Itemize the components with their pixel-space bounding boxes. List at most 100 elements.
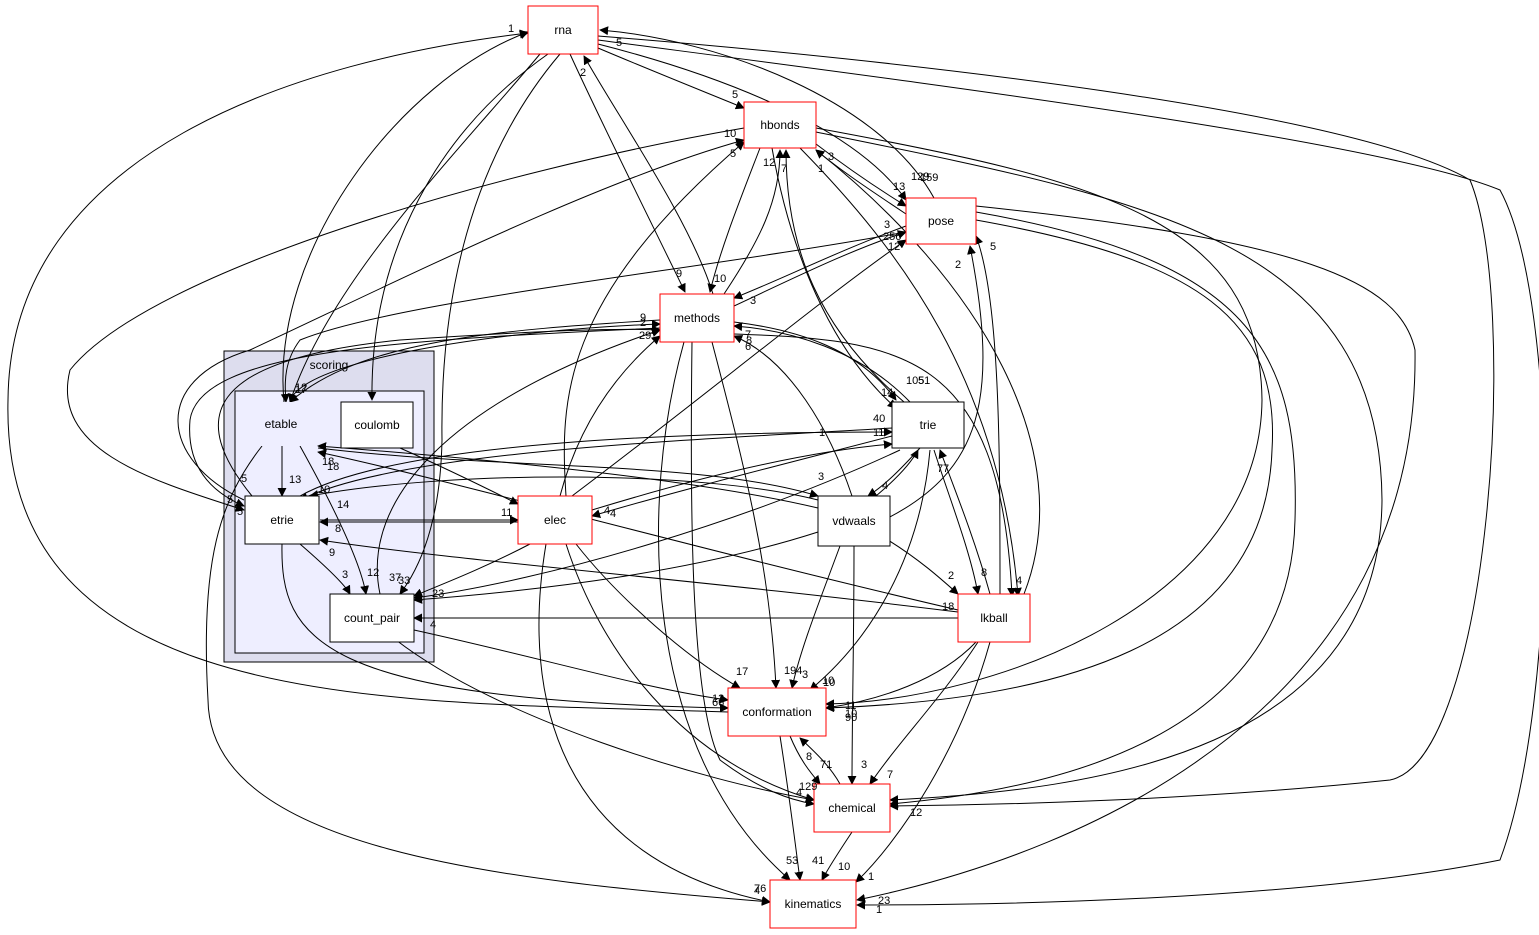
node-count-pair-box[interactable]	[329, 593, 415, 643]
node-methods[interactable]: methods	[659, 293, 735, 343]
node-hbonds-box[interactable]	[743, 101, 817, 149]
edge-label: 10	[714, 273, 726, 285]
edge-label: 10	[838, 861, 850, 873]
node-kinematics[interactable]: kinematics	[769, 879, 857, 929]
edge-etrie-methods	[218, 325, 661, 497]
edge-label: 1	[818, 163, 824, 175]
edge-label: 13	[289, 474, 301, 486]
edge-label: 159	[920, 172, 938, 184]
edge-hbonds-etrie	[67, 127, 745, 512]
edge-label: 105	[906, 375, 924, 387]
edge-etable-countpair	[299, 445, 370, 595]
node-etrie[interactable]: etrie	[244, 495, 320, 545]
node-conformation[interactable]: conformation	[727, 687, 827, 737]
edge-chemical-kinematics	[821, 831, 853, 881]
edge-label: 4	[604, 505, 610, 517]
edge-label: 17	[295, 384, 307, 396]
edge-rna-coulomb	[367, 53, 549, 401]
edge-elec-kinematics	[538, 543, 771, 905]
edge-label: 10	[318, 484, 330, 496]
node-lkball-box[interactable]	[957, 593, 1031, 643]
node-rna[interactable]: rna	[527, 5, 599, 55]
node-chemical[interactable]: chemical	[813, 783, 891, 833]
edge-etrie-conformation	[281, 543, 729, 713]
node-rna-label: rna	[554, 23, 572, 37]
edge-methods-etable	[289, 319, 661, 403]
edge-label: 13	[712, 693, 724, 705]
edge-conformation-kinematics	[779, 735, 804, 881]
edge-label: 12	[763, 157, 775, 169]
node-elec[interactable]: elec	[517, 495, 593, 545]
edge-etable-methods	[289, 319, 661, 403]
node-count-pair[interactable]: count_pair	[329, 593, 415, 643]
node-etable[interactable]: etable	[245, 402, 317, 446]
edge-etrie-hbonds	[177, 137, 745, 501]
node-kinematics-box[interactable]	[769, 879, 857, 929]
node-etable-box[interactable]	[245, 402, 317, 446]
edge-label: 14	[881, 387, 893, 399]
edge-label: 1	[868, 871, 874, 883]
edge-label: 3	[802, 669, 808, 681]
node-methods-box[interactable]	[659, 293, 735, 343]
edge-layer	[7, 26, 1539, 910]
edge-label: 10	[822, 675, 834, 687]
edge-trie-countpair	[413, 449, 901, 602]
edge-elec-countpair	[413, 543, 531, 597]
node-coulomb-box[interactable]	[340, 401, 414, 449]
node-chemical-box[interactable]	[813, 783, 891, 833]
edge-hbonds-chemical	[815, 131, 1383, 805]
node-hbonds[interactable]: hbonds	[743, 101, 817, 149]
edge-label: 8	[335, 523, 341, 535]
edge-vdwaals-etrie	[309, 476, 819, 501]
node-vdwaals-box[interactable]	[817, 495, 891, 547]
node-conformation-box[interactable]	[727, 687, 827, 737]
node-coulomb[interactable]: coulomb	[340, 401, 414, 449]
edge-vdwaals-lkball	[887, 539, 959, 595]
node-pose[interactable]: pose	[905, 197, 977, 245]
edge-vdwaals-pose	[887, 245, 984, 519]
edge-label: 4	[754, 885, 760, 897]
node-rna-box[interactable]	[527, 5, 599, 55]
edge-vdwaals-etable	[317, 442, 819, 509]
node-trie[interactable]: trie	[891, 401, 965, 449]
edge-vdwaals-methods	[733, 335, 853, 497]
node-elec-box[interactable]	[517, 495, 593, 545]
edge-label: 18	[322, 456, 334, 468]
edge-label: 7	[781, 163, 787, 175]
edge-label: 12	[367, 567, 379, 579]
edge-methods-kinematics	[658, 341, 791, 881]
node-lkball[interactable]: lkball	[957, 593, 1031, 643]
node-pose-label: pose	[928, 214, 954, 228]
edge-label: 17	[736, 666, 748, 678]
node-chemical-label: chemical	[828, 801, 875, 815]
edge-elec-pose	[571, 239, 907, 497]
edge-label: 8	[746, 335, 752, 347]
edge-rna-hbonds	[597, 47, 745, 110]
edge-label: 23	[878, 895, 890, 907]
edge-label: 9	[640, 312, 646, 324]
edge-rna-etable	[288, 53, 541, 403]
node-etrie-box[interactable]	[244, 495, 320, 545]
edge-label: 51	[918, 375, 930, 387]
edge-etable-kinematics	[205, 445, 771, 906]
edge-lkball-kinematics	[855, 641, 991, 883]
node-vdwaals[interactable]: vdwaals	[817, 495, 891, 547]
edge-trie-methods	[733, 322, 911, 403]
edge-vdwaals-trie	[875, 449, 919, 497]
node-trie-box[interactable]	[891, 401, 965, 449]
edge-label: 2	[955, 259, 961, 271]
edge-label: 13	[893, 181, 905, 193]
edge-hbonds-trie	[771, 147, 897, 409]
edge-lkball-chemical	[869, 641, 979, 785]
edge-trie-elec	[591, 435, 893, 519]
edge-methods-hbonds	[723, 149, 785, 295]
edge-label: 3	[818, 471, 824, 483]
edge-label: 10	[823, 677, 835, 689]
node-pose-box[interactable]	[905, 197, 977, 245]
edge-label: 14	[337, 499, 349, 511]
edge-etable-rna	[282, 30, 529, 403]
edge-etrie-trie	[299, 427, 893, 497]
edge-label: 90	[845, 712, 857, 724]
edge-label: 256	[883, 231, 901, 243]
